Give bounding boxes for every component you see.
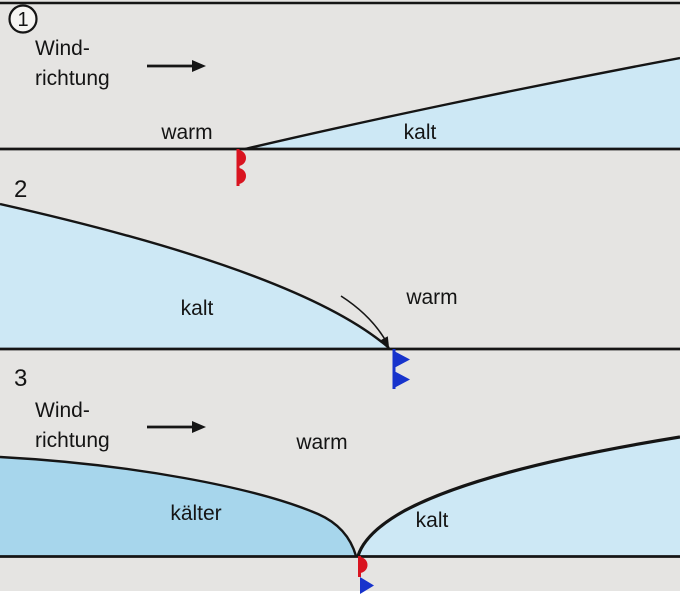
- panel-number: 2: [14, 176, 27, 203]
- cold-air-wedge: [358, 437, 680, 556]
- cold-front-symbol-icon: [392, 349, 410, 389]
- panel-number-badge: [8, 4, 38, 34]
- cold-front-triangle: [360, 577, 374, 594]
- panel-1-warm-front: 1 Wind- richtung warm kalt: [0, 4, 680, 186]
- wind-direction-label-line1: Wind-: [35, 37, 90, 60]
- cold-front-triangle: [394, 351, 410, 368]
- air-mass-label-colder: kälter: [170, 502, 221, 525]
- panel-number: 1: [17, 9, 28, 31]
- colder-air-wedge: [0, 457, 356, 556]
- air-mass-label-warm: warm: [405, 286, 457, 309]
- air-mass-label-cold: kalt: [416, 509, 449, 532]
- panel-number: 3: [14, 365, 27, 392]
- warm-front-semicircle: [238, 150, 246, 166]
- air-mass-label-warm: warm: [160, 121, 212, 144]
- warm-front-symbol-icon: [236, 149, 246, 186]
- occluded-front-surface-line: [356, 435, 680, 557]
- wind-direction-arrow-icon: [147, 60, 206, 72]
- air-mass-label-warm: warm: [295, 431, 347, 454]
- panel-3-occluded-front: 3 Wind- richtung warm kälter kalt: [0, 365, 680, 594]
- warm-front-semicircle: [359, 557, 368, 573]
- panel-2-cold-front: 2 kalt warm: [0, 176, 680, 389]
- wind-direction-label-line1: Wind-: [35, 399, 90, 422]
- cold-front-surface-line: [0, 202, 390, 349]
- wind-direction-arrow-icon: [147, 421, 206, 433]
- wind-direction-label-line2: richtung: [35, 429, 110, 452]
- cold-air-wedge: [0, 204, 389, 348]
- warm-front-surface-line: [244, 56, 680, 151]
- wind-direction-label-line2: richtung: [35, 67, 110, 90]
- white-footer-band: [0, 591, 680, 616]
- occluded-front-symbol-icon: [358, 556, 374, 594]
- air-mass-label-cold: kalt: [181, 297, 214, 320]
- warm-front-semicircle: [238, 168, 246, 184]
- colder-front-surface-line: [0, 455, 358, 557]
- cold-air-wedge: [245, 58, 680, 149]
- front-motion-arrow-icon: [340, 295, 389, 347]
- air-mass-label-cold: kalt: [404, 121, 437, 144]
- cold-front-triangle: [394, 371, 410, 388]
